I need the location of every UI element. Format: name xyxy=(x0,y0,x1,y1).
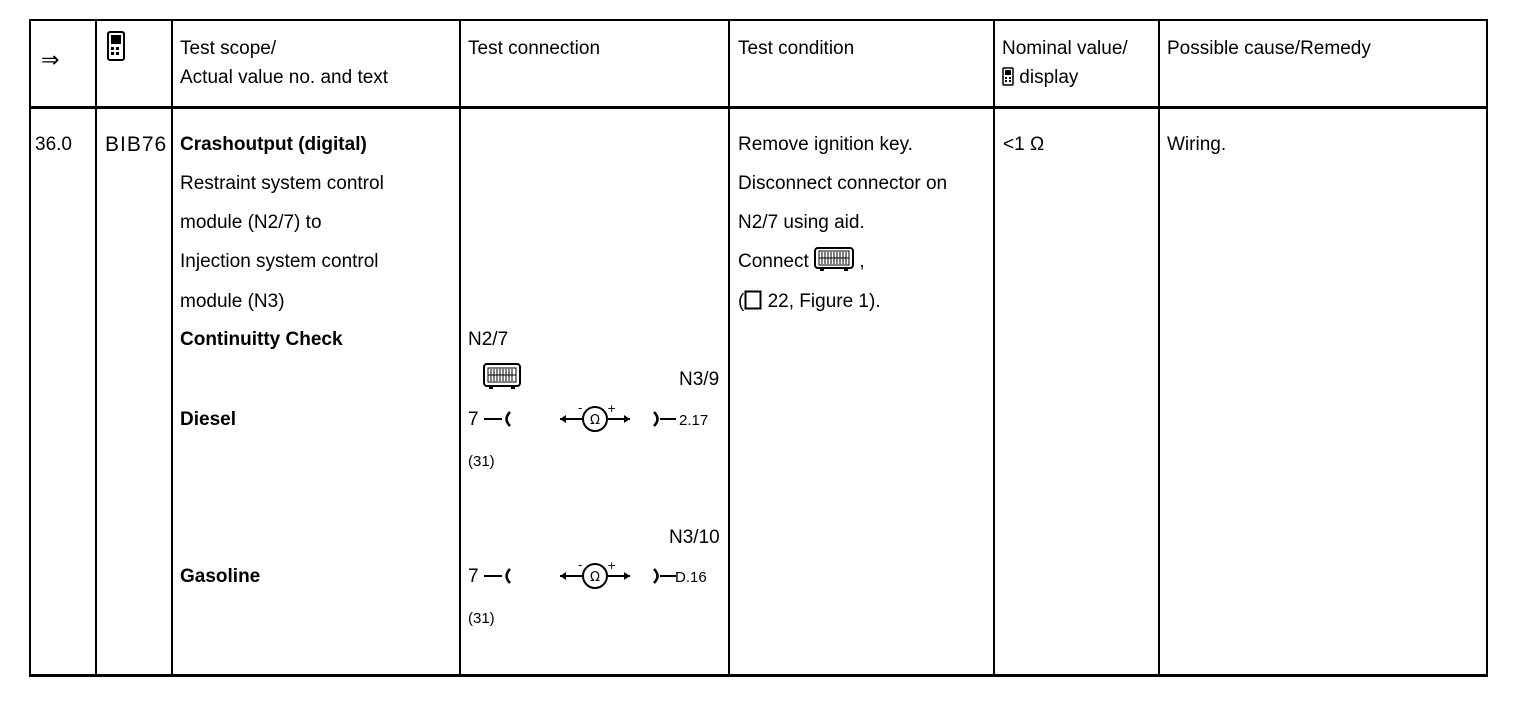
gasoline-target: N3/10 xyxy=(669,527,720,548)
actual-value-code: BIB76 xyxy=(105,133,168,156)
header-arrow: ⇒ xyxy=(41,47,60,72)
column-divider xyxy=(728,21,730,674)
column-divider xyxy=(1158,21,1160,674)
tester-handheld-icon xyxy=(1002,67,1014,86)
socket-left-icon xyxy=(484,568,511,584)
header-test-scope: Test scope/ Actual value no. and text xyxy=(180,38,389,88)
condition-line: N2/7 using aid. xyxy=(738,212,865,233)
module-label: N2/7 xyxy=(468,329,509,350)
gasoline-ground: (31) xyxy=(468,610,495,627)
connect-text: Connect xyxy=(738,251,809,272)
nominal-value: <1 Ω xyxy=(1003,134,1045,155)
scope-line: module (N3) xyxy=(180,291,285,312)
socket-left-icon xyxy=(484,411,511,427)
scope-title: Crashoutput (digital) xyxy=(180,134,367,155)
gasoline-pin-left: 7 xyxy=(468,566,479,587)
scope-check: Continuitty Check xyxy=(180,329,343,350)
header-nominal-value: Nominal value/ display xyxy=(1002,38,1128,88)
scope-line: Injection system control xyxy=(180,251,379,272)
svg-text:+: + xyxy=(607,559,616,572)
header-possible-cause: Possible cause/Remedy xyxy=(1167,38,1371,59)
column-divider xyxy=(171,21,173,674)
connector-box-icon xyxy=(814,247,855,271)
condition-reference: ( 22, Figure 1). xyxy=(738,290,881,312)
scope-diesel: Diesel xyxy=(180,409,236,430)
ohm-symbol: Ω xyxy=(590,413,600,428)
diesel-ground: (31) xyxy=(468,453,495,470)
column-divider xyxy=(459,21,461,674)
scope-line: Restraint system control xyxy=(180,173,384,194)
connector-box-icon xyxy=(483,363,521,389)
gasoline-pin-right: D.16 xyxy=(675,569,707,586)
diesel-target: N3/9 xyxy=(679,369,720,390)
condition-line: Remove ignition key. xyxy=(738,134,913,155)
svg-text:-: - xyxy=(578,401,582,415)
header-separator xyxy=(31,106,1486,109)
svg-text:+: + xyxy=(607,402,616,415)
ohmmeter-icon: Ω - + xyxy=(560,558,630,589)
socket-right-icon xyxy=(653,411,676,427)
reference-text: 22, Figure 1). xyxy=(767,291,881,312)
ohm-symbol: Ω xyxy=(590,570,600,585)
connect-comma: , xyxy=(859,251,865,272)
condition-connect-line: Connect , xyxy=(738,242,865,282)
header-test-connection: Test connection xyxy=(468,38,601,59)
step-number: 36.0 xyxy=(35,134,72,155)
test-table: ⇒ Test scope/ Actual value no. and text … xyxy=(29,19,1488,677)
scope-line: module (N2/7) to xyxy=(180,212,322,233)
scope-gasoline: Gasoline xyxy=(180,566,261,587)
page-reference-icon xyxy=(744,290,762,310)
socket-right-icon xyxy=(653,568,676,584)
svg-text:-: - xyxy=(578,558,582,572)
tester-handheld-icon xyxy=(107,31,125,61)
ohmmeter-icon: Ω - + xyxy=(560,401,630,432)
diesel-pin-right: 2.17 xyxy=(679,412,709,429)
diesel-pin-left: 7 xyxy=(468,409,479,430)
remedy-text: Wiring. xyxy=(1167,134,1227,155)
column-divider xyxy=(95,21,97,674)
header-test-condition: Test condition xyxy=(738,38,855,59)
condition-line: Disconnect connector on xyxy=(738,173,948,194)
column-divider xyxy=(993,21,995,674)
